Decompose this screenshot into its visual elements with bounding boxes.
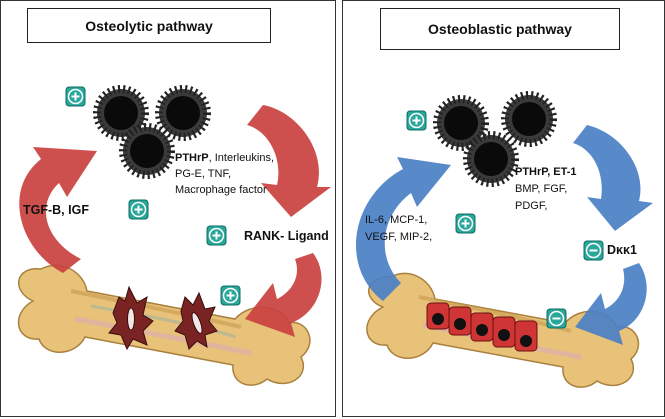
il-factors-line2: VEGF, MIP-2, xyxy=(365,231,433,243)
factor-secretion-arrow xyxy=(573,125,653,231)
stimulation-plus-icon xyxy=(206,225,227,246)
stimulation-plus-icon xyxy=(65,86,86,107)
osteoblastic-panel: Osteoblastic pathway xyxy=(342,0,665,417)
dkk1-inhibition-arrow xyxy=(575,263,647,345)
osteoclast-cell xyxy=(108,285,154,351)
tumor-cell xyxy=(501,91,557,147)
osteoblastic-illustration xyxy=(356,91,653,388)
tumor-cell xyxy=(93,85,149,141)
dkk1-label: Dκκ1 xyxy=(607,243,637,257)
panel-title: Osteolytic pathway xyxy=(27,8,271,43)
il-feedback-arrow xyxy=(356,157,451,301)
stimulation-plus-icon xyxy=(406,110,427,131)
stimulation-plus-icon xyxy=(455,213,476,234)
bone-illustration xyxy=(17,264,311,386)
tgf-feedback-arrow xyxy=(19,147,97,273)
il-factors-line1: IL-6, MCP-1, xyxy=(365,214,428,226)
osteolytic-factors-line3: Macrophage factor xyxy=(175,184,267,196)
osteoblastic-factors-line1: PTHrP, ET-1 xyxy=(515,166,577,178)
osteoblastic-factors-line2: BMP, FGF, xyxy=(515,183,568,195)
tumor-cell xyxy=(463,131,519,187)
tumor-cell xyxy=(433,95,489,151)
rank-ligand-arrow xyxy=(245,253,322,337)
osteolytic-factors-line1: PTHrP, Interleukins, xyxy=(175,152,275,164)
inhibition-minus-icon xyxy=(546,308,567,329)
inhibition-minus-icon xyxy=(583,240,604,261)
rank-ligand-label: RANK- Ligand xyxy=(244,229,329,243)
osteoclast-cell xyxy=(174,291,218,350)
tumor-cell xyxy=(119,123,175,179)
osteolytic-illustration xyxy=(17,85,331,386)
osteoblastic-factors-line3: PDGF, xyxy=(515,200,548,212)
osteolytic-panel: Osteolytic pathway xyxy=(0,0,336,417)
tgf-igf-label: TGF-B, IGF xyxy=(23,203,89,217)
stimulation-plus-icon xyxy=(220,285,241,306)
stimulation-plus-icon xyxy=(128,199,149,220)
panel-title: Osteoblastic pathway xyxy=(380,8,620,50)
tumor-cell xyxy=(155,85,211,141)
factor-secretion-arrow xyxy=(247,105,331,217)
osteolytic-factors-line2: PG-E, TNF, xyxy=(175,168,232,180)
osteoblast-cells xyxy=(426,302,538,352)
